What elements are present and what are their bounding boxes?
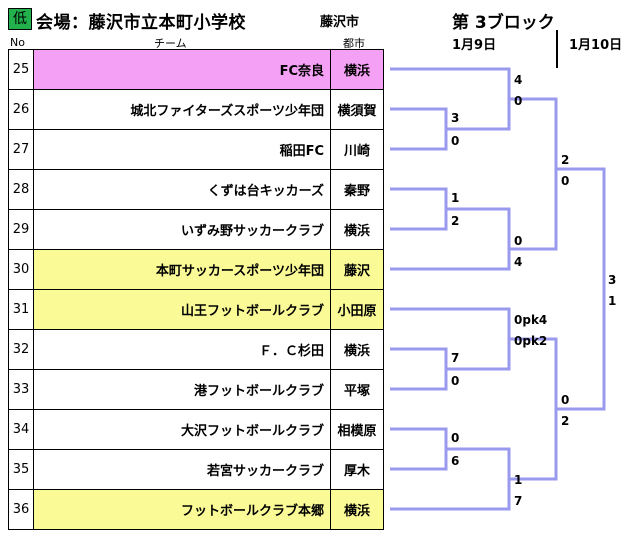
score-m4-bottom: 6 <box>451 454 460 468</box>
score-m2-top: 1 <box>451 191 460 205</box>
team-number: 29 <box>8 209 34 250</box>
score-m3-bottom: 0 <box>451 374 460 388</box>
column-header-team: チーム <box>154 37 187 50</box>
score-m2-bottom: 2 <box>451 214 460 228</box>
score-r2c-bottom: 0pk2 <box>514 334 548 348</box>
team-name: 稲田FC <box>33 129 331 170</box>
venue-title: 会場：藤沢市立本町小学校 <box>36 13 246 33</box>
team-name: 城北ファイターズスポーツ少年団 <box>33 89 331 130</box>
team-number: 25 <box>8 49 34 90</box>
score-sfb-bottom: 2 <box>561 414 570 428</box>
team-number: 27 <box>8 129 34 170</box>
bracket-line <box>390 447 511 511</box>
score-r2b-bottom: 4 <box>514 255 523 269</box>
column-header-no: No <box>10 36 25 49</box>
team-number: 26 <box>8 89 34 130</box>
bracket-line <box>390 187 448 231</box>
date-day2: 1月10日 <box>569 38 623 53</box>
team-name: 大沢フットボールクラブ <box>33 409 331 450</box>
team-number: 32 <box>8 329 34 370</box>
level-badge: 低 <box>8 8 32 30</box>
score-r2a-top: 4 <box>514 73 523 87</box>
bracket-line <box>509 97 558 251</box>
team-name: いずみ野サッカークラブ <box>33 209 331 250</box>
score-m1-top: 3 <box>451 111 460 125</box>
bracket-line <box>390 207 511 271</box>
team-name: 若宮サッカークラブ <box>33 449 331 490</box>
score-sfa-top: 2 <box>561 153 570 167</box>
score-r2b-top: 0 <box>514 234 523 248</box>
score-final-top: 3 <box>608 273 617 287</box>
date-day1: 1月9日 <box>452 38 497 53</box>
score-r2c-top: 0pk4 <box>514 313 548 327</box>
bracket-line <box>390 347 448 391</box>
team-city: 横浜 <box>330 209 384 250</box>
bracket-line <box>390 67 511 131</box>
date-divider <box>556 30 558 68</box>
score-sfb-top: 0 <box>561 393 570 407</box>
column-header-city: 都市 <box>343 37 365 50</box>
team-name: Ｆ．Ｃ杉田 <box>33 329 331 370</box>
score-r2d-bottom: 7 <box>514 494 523 508</box>
bracket-line <box>556 167 606 411</box>
host-city: 藤沢市 <box>320 15 360 30</box>
team-number: 28 <box>8 169 34 210</box>
team-city: 厚木 <box>330 449 384 490</box>
team-name: フットボールクラブ本郷 <box>33 489 331 530</box>
team-number: 35 <box>8 449 34 490</box>
score-r2d-top: 1 <box>514 473 523 487</box>
bracket-line <box>509 337 558 481</box>
bracket-line <box>390 307 511 371</box>
team-city: 横浜 <box>330 489 384 530</box>
score-final-bottom: 1 <box>608 294 617 308</box>
bracket-line <box>390 427 448 471</box>
team-city: 藤沢 <box>330 249 384 290</box>
score-m1-bottom: 0 <box>451 134 460 148</box>
team-city: 川崎 <box>330 129 384 170</box>
team-name: 本町サッカースポーツ少年団 <box>33 249 331 290</box>
team-city: 秦野 <box>330 169 384 210</box>
score-sfa-bottom: 0 <box>561 174 570 188</box>
score-r2a-bottom: 0 <box>514 94 523 108</box>
score-m4-top: 0 <box>451 431 460 445</box>
bracket-line <box>390 107 448 151</box>
block-title: 第 3ブロック <box>452 13 555 33</box>
team-city: 横浜 <box>330 49 384 90</box>
score-m3-top: 7 <box>451 351 460 365</box>
team-city: 平塚 <box>330 369 384 410</box>
team-number: 30 <box>8 249 34 290</box>
team-city: 小田原 <box>330 289 384 330</box>
